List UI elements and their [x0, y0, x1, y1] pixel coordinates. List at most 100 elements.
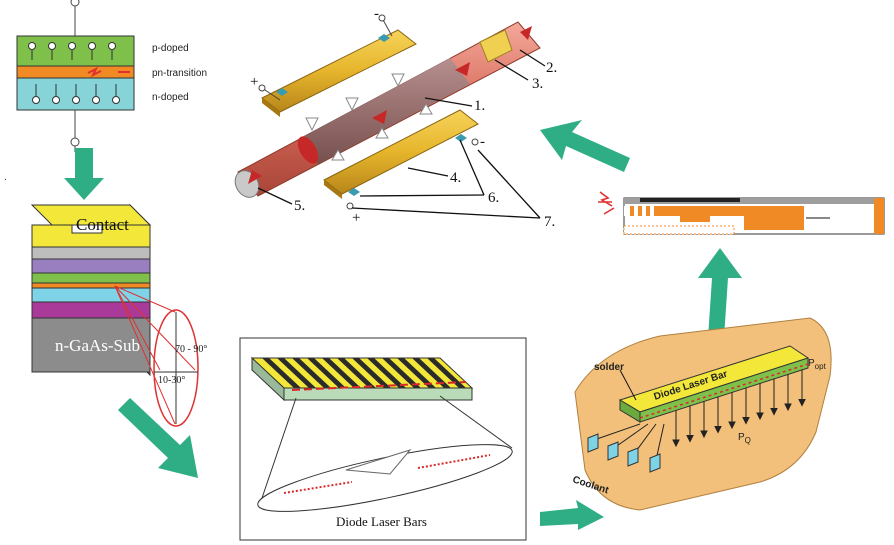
flow-arrow-to-rod — [540, 120, 630, 172]
plus-sign-upper: + — [250, 74, 258, 90]
heat-spread-arrow — [593, 423, 641, 441]
heat-arrow-head — [742, 417, 750, 425]
bar-stripes — [262, 358, 466, 388]
bars-caption: Diode Laser Bars — [336, 514, 427, 529]
flow-arrow-up — [698, 248, 742, 338]
electron-carrier — [92, 96, 100, 104]
n-doped-label: n-doped — [152, 92, 189, 103]
edge-mark: . — [4, 172, 7, 183]
vertical-angle-label: 70 - 90° — [175, 344, 207, 355]
callout-6: 6. — [488, 190, 499, 206]
electron-carrier — [72, 96, 80, 104]
p-doped-label: p-doped — [152, 43, 189, 54]
bar-stripe — [307, 358, 346, 388]
substrate-layer — [31, 317, 151, 373]
waveguide-layer — [31, 272, 151, 284]
beam-footprint — [257, 444, 513, 512]
bar-stripe — [382, 358, 421, 388]
bar-stripe — [337, 358, 376, 388]
cladding-layer-upper — [31, 258, 151, 274]
bar-stripe — [412, 358, 451, 388]
callout-2: 2. — [546, 60, 557, 76]
heat-arrow-head — [714, 426, 722, 434]
pn-transition-label: pn-transition — [152, 68, 207, 79]
flow-arrow-right — [540, 500, 604, 530]
heat-arrow-head — [728, 421, 736, 430]
callout-lines — [257, 49, 546, 219]
bottom-terminal — [70, 137, 80, 147]
heat-arrow-head — [700, 430, 708, 439]
bar-stripe — [292, 358, 331, 388]
callout-5: 5. — [294, 198, 305, 214]
hole-carrier — [108, 42, 116, 50]
copper-heatsink — [574, 317, 832, 511]
hole-carrier — [88, 42, 96, 50]
electron-carrier — [52, 96, 60, 104]
p-doped-layer — [16, 35, 135, 67]
cooled-bar-diagram: Diode Laser Bar solder Popt PQ Coolant — [571, 317, 832, 511]
rod-core — [300, 58, 470, 164]
rod-active-region — [297, 136, 319, 164]
top-terminal — [70, 0, 80, 7]
heat-arrow-head — [756, 412, 764, 421]
popt-label: Popt — [808, 358, 827, 371]
heatsink-strip — [624, 198, 884, 204]
emission-zigzag-icon — [598, 191, 615, 215]
heat-arrow-head — [798, 399, 806, 407]
laser-chip-diagram: Contact n-GaAs-Sub 70 - 90° 10-30° — [30, 203, 207, 427]
bar-stripe — [427, 358, 466, 388]
carrier-symbols — [28, 42, 120, 104]
solder-label: solder — [594, 362, 624, 373]
bar-stripe — [277, 358, 316, 388]
substrate-label: n-GaAs-Sub — [55, 336, 140, 355]
callout-3: 3. — [532, 76, 543, 92]
pq-label: PQ — [738, 432, 751, 445]
output-coupler — [874, 198, 884, 234]
horizontal-angle-label: 10-30° — [158, 375, 185, 386]
pumped-rod-diagram: + - - + 1. 2. 3. 4. 5. 6. 7. — [234, 6, 557, 230]
hole-carrier — [28, 42, 36, 50]
rod-end-cap — [479, 29, 513, 63]
heat-flow-arrows — [593, 369, 806, 461]
heat-spread-arrow — [655, 423, 665, 461]
heat-arrow-head — [770, 408, 778, 416]
callout-1: 1. — [474, 98, 485, 114]
hole-carrier — [68, 42, 76, 50]
plus-sign-lower: + — [352, 210, 360, 226]
coolant-channels — [587, 433, 661, 473]
photon-emission-icon — [87, 66, 102, 78]
pump-arrows — [305, 73, 433, 161]
flow-arrow-diagonal — [118, 398, 198, 478]
minus-sign-lower: - — [480, 134, 485, 150]
heat-spread-arrow — [613, 423, 649, 449]
contact-label: Contact — [76, 215, 129, 234]
bar-stripe — [352, 358, 391, 388]
bar-stripe — [262, 358, 301, 388]
flow-arrow-down — [64, 148, 104, 200]
cap-layer — [31, 246, 151, 260]
hole-carrier — [48, 42, 56, 50]
beam-ellipse — [153, 309, 199, 427]
cladding-layer-lower — [31, 287, 151, 303]
laser-flow-arrows — [248, 26, 532, 184]
electron-carrier — [112, 96, 120, 104]
gain-strip — [624, 206, 804, 216]
electron-carrier — [32, 96, 40, 104]
beam-divergence — [114, 285, 199, 427]
bar-stripe — [367, 358, 406, 388]
contact-window — [71, 224, 103, 234]
lower-diode-bar — [323, 109, 479, 195]
heat-arrow-head — [784, 403, 792, 412]
emitter-line — [291, 381, 467, 391]
heat-arrow-head — [686, 435, 694, 443]
pn-transition-layer — [16, 65, 135, 79]
heat-arrow-head — [672, 439, 680, 448]
minus-sign-upper: - — [374, 6, 379, 22]
callout-7: 7. — [544, 214, 555, 230]
bar-stripe — [322, 358, 361, 388]
pn-junction-diagram: p-doped pn-transition n-doped — [16, 0, 207, 152]
active-layer — [31, 282, 151, 289]
resonator-cross-section — [598, 191, 885, 235]
bar-stripe — [397, 358, 436, 388]
